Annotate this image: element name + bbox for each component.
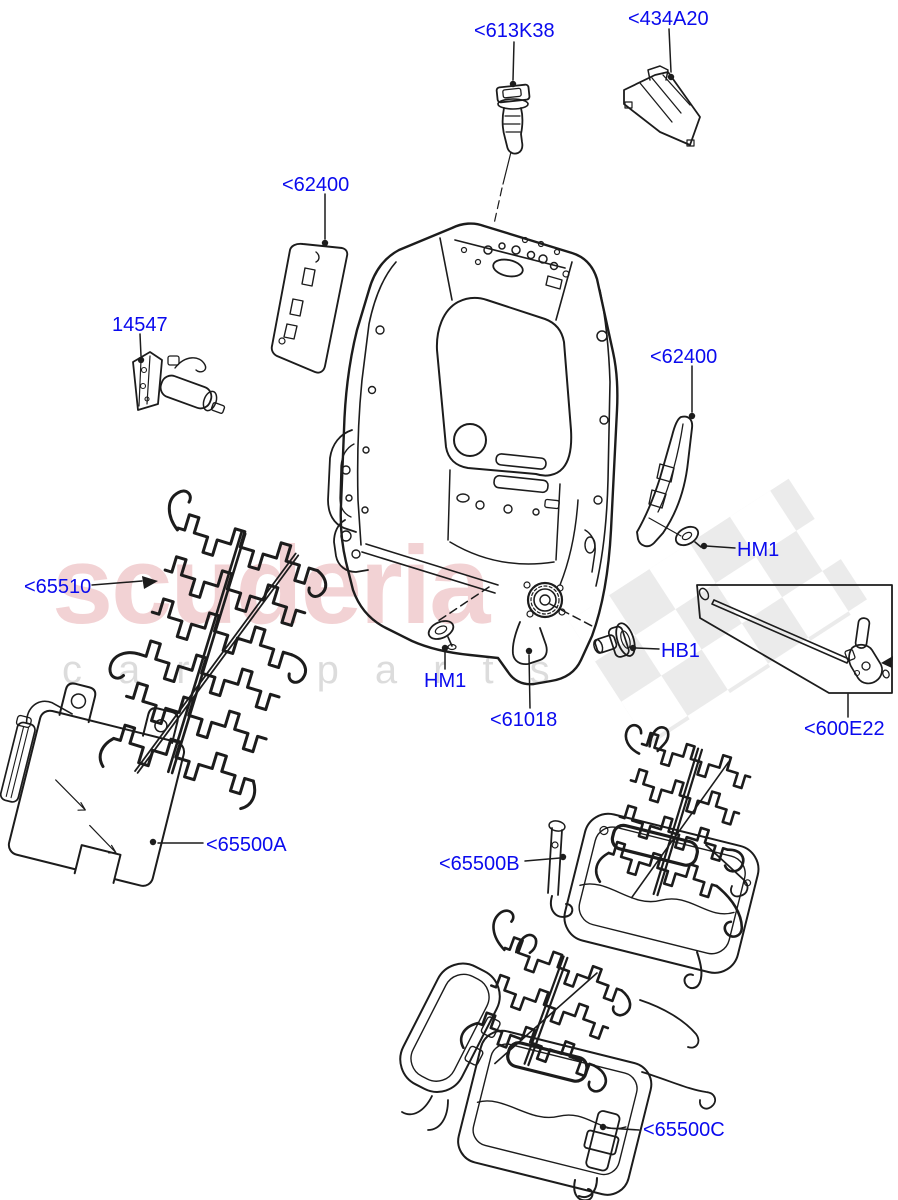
part-label-65510[interactable]: <65510: [24, 576, 92, 598]
trim-cap-drawing: [623, 65, 701, 147]
push-pin-lower-drawing: [427, 620, 457, 651]
side-trim-right-drawing: [636, 415, 694, 548]
push-pin-right-drawing: [674, 525, 702, 548]
headrest-guide-sleeve-drawing: [493, 83, 531, 225]
lumbar-motor-drawing: [132, 351, 226, 414]
part-label-434A20[interactable]: <434A20: [628, 8, 709, 30]
back-panel-a-drawing: [0, 682, 186, 887]
part-label-600E22[interactable]: <600E22: [804, 718, 885, 740]
part-label-65500B[interactable]: <65500B: [439, 853, 520, 875]
part-label-65500C[interactable]: <65500C: [643, 1119, 725, 1141]
spring-mat-drawing: [98, 489, 328, 811]
part-label-14547[interactable]: 14547: [112, 314, 168, 336]
knob-bolt-drawing: [593, 622, 636, 658]
part-label-65500A[interactable]: <65500A: [206, 834, 287, 856]
part-label-hm1-lower[interactable]: HM1: [424, 670, 467, 692]
part-label-613K38[interactable]: <613K38: [474, 20, 555, 42]
seat-back-frame-drawing: [327, 222, 619, 686]
part-label-61018[interactable]: <61018: [490, 709, 558, 731]
part-label-62400-left[interactable]: <62400: [282, 174, 350, 196]
part-label-hb1[interactable]: HB1: [661, 640, 700, 662]
part-label-62400-right[interactable]: <62400: [650, 346, 718, 368]
recliner-rod-kit-drawing: [696, 584, 893, 694]
side-shield-left-drawing: [270, 242, 349, 374]
lumbar-assembly-c-drawing: [399, 909, 717, 1200]
lumbar-assembly-b-drawing: [547, 723, 760, 990]
part-label-hm1-right[interactable]: HM1: [737, 539, 780, 561]
